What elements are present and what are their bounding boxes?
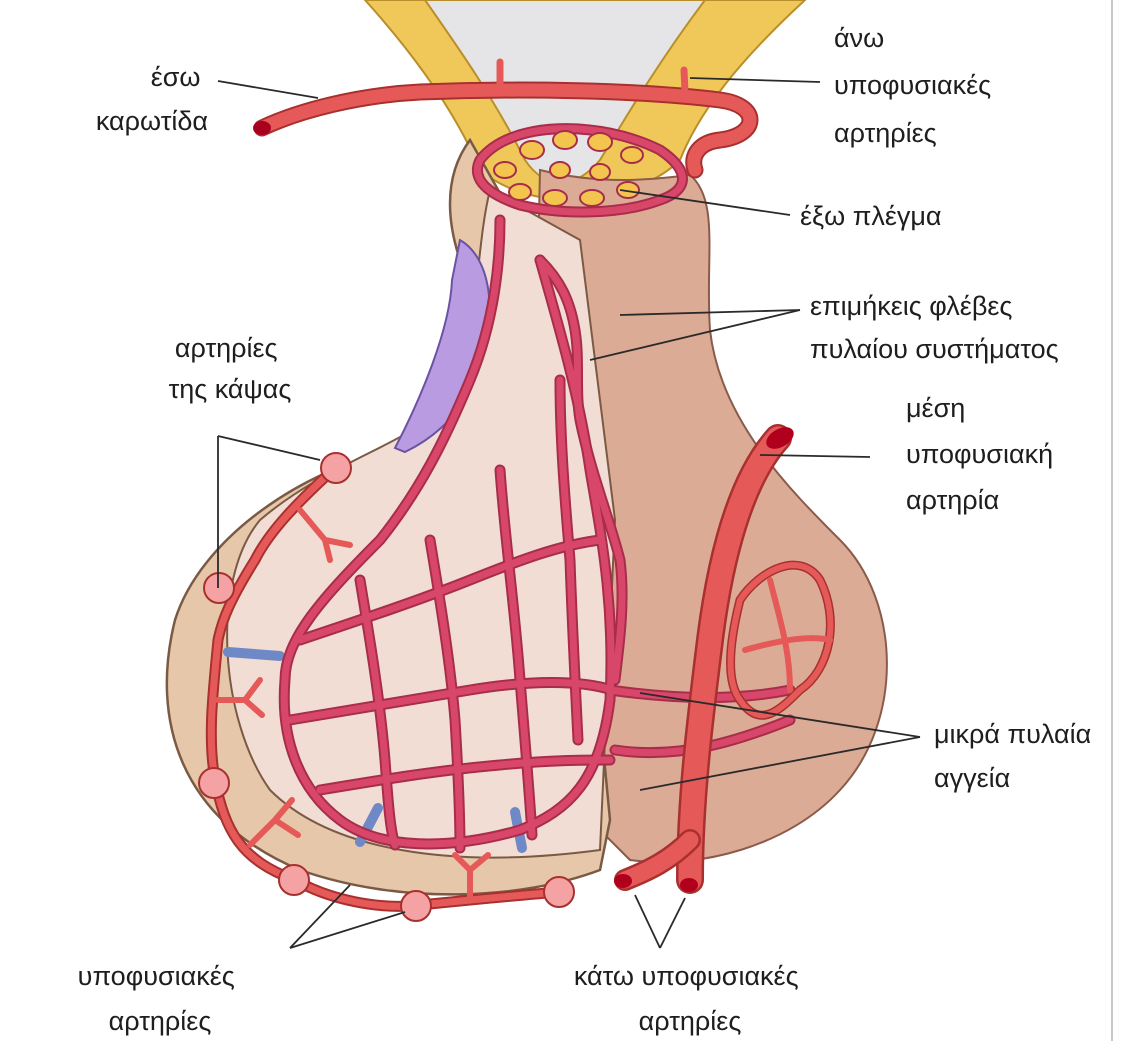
label-middle-hypophyseal-artery: μέση υποφυσιακή αρτηρία bbox=[906, 393, 1061, 515]
label-internal-carotid: έσω καρωτίδα bbox=[96, 62, 208, 136]
label-hypophyseal-arteries: υποφυσιακές αρτηρίες bbox=[78, 961, 243, 1036]
label-long-portal-veins: επιμήκεις φλέβες πυλαίου συστήματος bbox=[810, 291, 1059, 364]
label-inferior-hypophyseal-arteries: κάτω υποφυσιακές αρτηρίες bbox=[574, 961, 806, 1036]
label-external-plexus: έξω πλέγμα bbox=[800, 201, 942, 231]
label-superior-hypophyseal-arteries: άνω υποφυσιακές αρτηρίες bbox=[834, 23, 999, 148]
label-capsule-arteries: αρτηρίες της κάψας bbox=[169, 333, 292, 404]
label-short-portal-vessels: μικρά πυλαία αγγεία bbox=[934, 719, 1099, 793]
